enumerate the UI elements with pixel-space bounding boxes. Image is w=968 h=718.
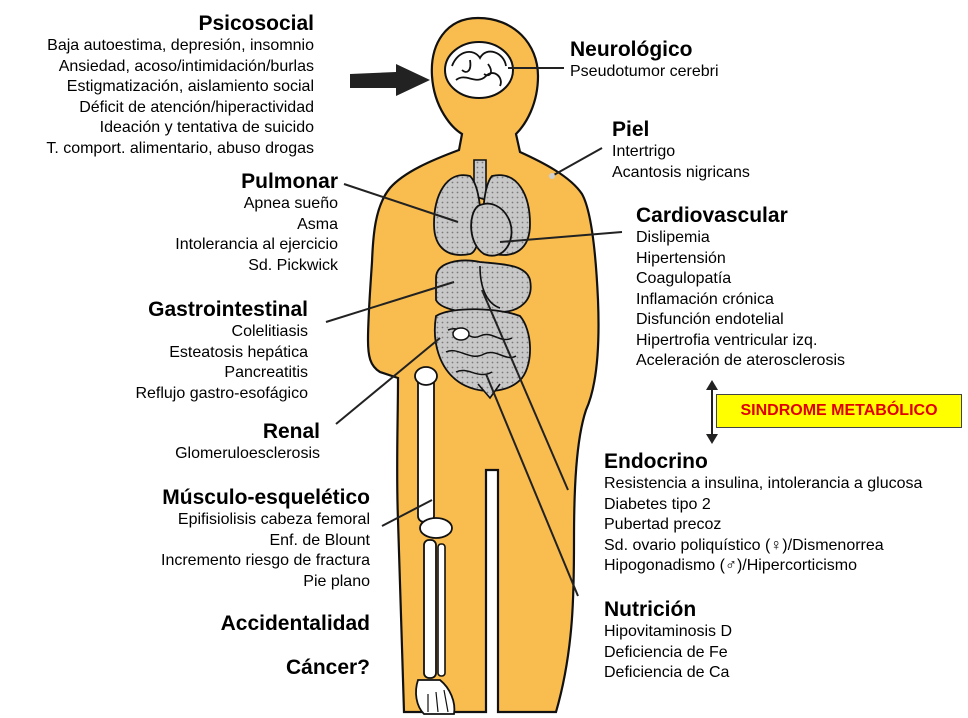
group-title: Nutrición — [604, 598, 732, 622]
condition-item: Pseudotumor cerebri — [570, 62, 719, 83]
condition-item: Colelitiasis — [135, 322, 308, 343]
items-list: Resistencia a insulina, intolerancia a g… — [604, 474, 922, 577]
condition-item: Glomeruloesclerosis — [175, 444, 320, 465]
condition-item: Hipertensión — [636, 249, 845, 270]
condition-item: Hipertrofia ventricular izq. — [636, 331, 845, 352]
group-title: Músculo-esquelético — [161, 486, 370, 510]
group-title: Neurológico — [570, 38, 719, 62]
group-title: Piel — [612, 118, 750, 142]
condition-item: Apnea sueño — [175, 194, 338, 215]
condition-item: Deficiencia de Fe — [604, 643, 732, 664]
group-title: Psicosocial — [46, 12, 314, 36]
condition-item: Esteatosis hepática — [135, 343, 308, 364]
condition-item: Disfunción endotelial — [636, 310, 845, 331]
leader-piel — [552, 148, 602, 176]
group-psicosocial: Psicosocial Baja autoestima, depresión, … — [46, 12, 314, 159]
condition-item: T. comport. alimentario, abuso drogas — [46, 139, 314, 160]
condition-item: Dislipemia — [636, 228, 845, 249]
group-cancer: Cáncer? — [286, 656, 370, 680]
group-neurologico: Neurológico Pseudotumor cerebri — [570, 38, 719, 83]
condition-item: Asma — [175, 215, 338, 236]
condition-item: Baja autoestima, depresión, insomnio — [46, 36, 314, 57]
condition-item: Diabetes tipo 2 — [604, 495, 922, 516]
condition-item: Hipogonadismo (♂)/Hipercorticismo — [604, 556, 922, 577]
condition-item: Sd. Pickwick — [175, 256, 338, 277]
condition-item: Deficiencia de Ca — [604, 663, 732, 684]
condition-item: Déficit de atención/hiperactividad — [46, 98, 314, 119]
condition-item: Sd. ovario poliquístico (♀)/Dismenorrea — [604, 536, 922, 557]
condition-item: Epifisiolisis cabeza femoral — [161, 510, 370, 531]
group-accidentalidad: Accidentalidad — [221, 612, 370, 636]
condition-item: Acantosis nigricans — [612, 163, 750, 184]
group-title: Cáncer? — [286, 656, 370, 680]
group-renal: Renal Glomeruloesclerosis — [175, 420, 320, 465]
condition-item: Reflujo gastro-esofágico — [135, 384, 308, 405]
condition-item: Incremento riesgo de fractura — [161, 551, 370, 572]
arrow-right-icon — [350, 64, 430, 96]
items-list: Pseudotumor cerebri — [570, 62, 719, 83]
condition-item: Estigmatización, aislamiento social — [46, 77, 314, 98]
group-title: Cardiovascular — [636, 204, 845, 228]
condition-item: Intolerancia al ejercicio — [175, 235, 338, 256]
metabolic-syndrome-box: SINDROME METABÓLICO — [716, 394, 962, 428]
condition-item: Ansiedad, acoso/intimidación/burlas — [46, 57, 314, 78]
condition-item: Ideación y tentativa de suicido — [46, 118, 314, 139]
group-title: Accidentalidad — [221, 612, 370, 636]
condition-item: Pubertad precoz — [604, 515, 922, 536]
group-title: Renal — [175, 420, 320, 444]
condition-item: Enf. de Blount — [161, 531, 370, 552]
group-title: Gastrointestinal — [135, 298, 308, 322]
group-title: Endocrino — [604, 450, 922, 474]
condition-item: Intertrigo — [612, 142, 750, 163]
group-title: Pulmonar — [175, 170, 338, 194]
group-musculo: Músculo-esquelético Epifisiolisis cabeza… — [161, 486, 370, 592]
condition-item: Hipovitaminosis D — [604, 622, 732, 643]
condition-item: Coagulopatía — [636, 269, 845, 290]
condition-item: Pancreatitis — [135, 363, 308, 384]
condition-item: Inflamación crónica — [636, 290, 845, 311]
condition-item: Pie plano — [161, 572, 370, 593]
items-list: Glomeruloesclerosis — [175, 444, 320, 465]
brain-icon — [445, 42, 513, 98]
group-endocrino: Endocrino Resistencia a insulina, intole… — [604, 450, 922, 577]
condition-item: Aceleración de aterosclerosis — [636, 351, 845, 372]
condition-item: Resistencia a insulina, intolerancia a g… — [604, 474, 922, 495]
